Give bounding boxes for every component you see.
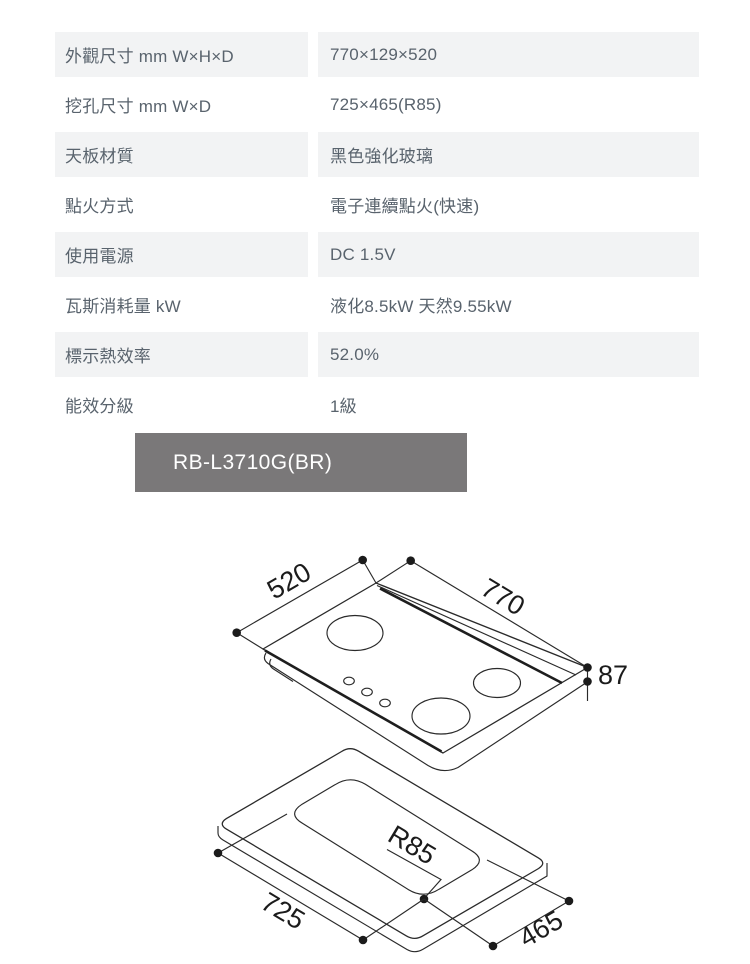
column-gap: [308, 282, 318, 327]
spec-label: 能效分級: [55, 382, 308, 427]
burner-right: [472, 667, 522, 699]
cutout-depth-dimension-label: 465: [514, 905, 568, 954]
front-glass-edge: [264, 649, 443, 753]
spec-row-power: 使用電源 DC 1.5V: [55, 232, 699, 277]
width-dimension-label: 770: [476, 573, 530, 622]
back-rail-edge: [379, 587, 563, 685]
cooktop-body-outline: [263, 652, 587, 772]
spec-row-ignition: 點火方式 電子連續點火(快速): [55, 182, 699, 227]
spec-row-dimensions: 外觀尺寸 mm W×H×D 770×129×520: [55, 32, 699, 77]
burner-front: [411, 697, 471, 735]
back-rail-line: [376, 584, 577, 676]
spec-label: 瓦斯消耗量 kW: [55, 282, 308, 327]
spec-row-panel-material: 天板材質 黑色強化玻璃: [55, 132, 699, 177]
dim-depth-520: 520: [232, 555, 377, 650]
countertop-thickness: [217, 826, 548, 953]
cutout-width-dimension-label: 725: [256, 887, 310, 936]
height-dimension-label: 87: [598, 660, 628, 690]
spec-table: 外觀尺寸 mm W×H×D 770×129×520 挖孔尺寸 mm W×D 72…: [55, 32, 699, 432]
cooktop-isometric-view: 520 770 87: [232, 555, 628, 772]
spec-row-cutout: 挖孔尺寸 mm W×D 725×465(R85): [55, 82, 699, 127]
spec-value: DC 1.5V: [318, 232, 699, 277]
spec-label: 標示熱效率: [55, 332, 308, 377]
countertop-cutout-view: R85 725 465: [213, 748, 574, 954]
spec-value: 1級: [318, 382, 699, 427]
dim-width-770: 770: [375, 556, 588, 668]
burner-left: [326, 614, 384, 652]
model-number: RB-L3710G(BR): [173, 450, 333, 474]
spec-row-energy-grade: 能效分級 1級: [55, 382, 699, 427]
column-gap: [308, 132, 318, 177]
dim-radius-r85: R85: [383, 819, 442, 904]
column-gap: [308, 82, 318, 127]
spec-label: 挖孔尺寸 mm W×D: [55, 82, 308, 127]
model-banner: RB-L3710G(BR): [135, 433, 467, 492]
spec-label: 天板材質: [55, 132, 308, 177]
spec-row-gas-consumption: 瓦斯消耗量 kW 液化8.5kW 天然9.55kW: [55, 282, 699, 327]
column-gap: [308, 232, 318, 277]
countertop-surface: [221, 748, 544, 940]
column-gap: [308, 332, 318, 377]
cutout-hole: [294, 779, 480, 895]
column-gap: [308, 182, 318, 227]
column-gap: [308, 32, 318, 77]
spec-value: 725×465(R85): [318, 82, 699, 127]
spec-label: 外觀尺寸 mm W×H×D: [55, 32, 308, 77]
spec-value: 電子連續點火(快速): [318, 182, 699, 227]
dim-height-87: 87: [583, 660, 628, 701]
spec-label: 點火方式: [55, 182, 308, 227]
glass-top-surface: [262, 582, 589, 754]
spec-value: 液化8.5kW 天然9.55kW: [318, 282, 699, 327]
knob-1: [343, 676, 355, 686]
dimension-diagram: 520 770 87: [213, 555, 628, 954]
cooktop-body-lip: [269, 658, 294, 682]
knob-3: [379, 698, 391, 708]
spec-value: 52.0%: [318, 332, 699, 377]
spec-label: 使用電源: [55, 232, 308, 277]
spec-row-efficiency: 標示熱效率 52.0%: [55, 332, 699, 377]
knob-2: [361, 687, 373, 697]
spec-value: 黑色強化玻璃: [318, 132, 699, 177]
dim-cutout-depth-465: 465: [423, 859, 574, 954]
depth-dimension-label: 520: [262, 557, 316, 606]
column-gap: [308, 382, 318, 427]
spec-value: 770×129×520: [318, 32, 699, 77]
